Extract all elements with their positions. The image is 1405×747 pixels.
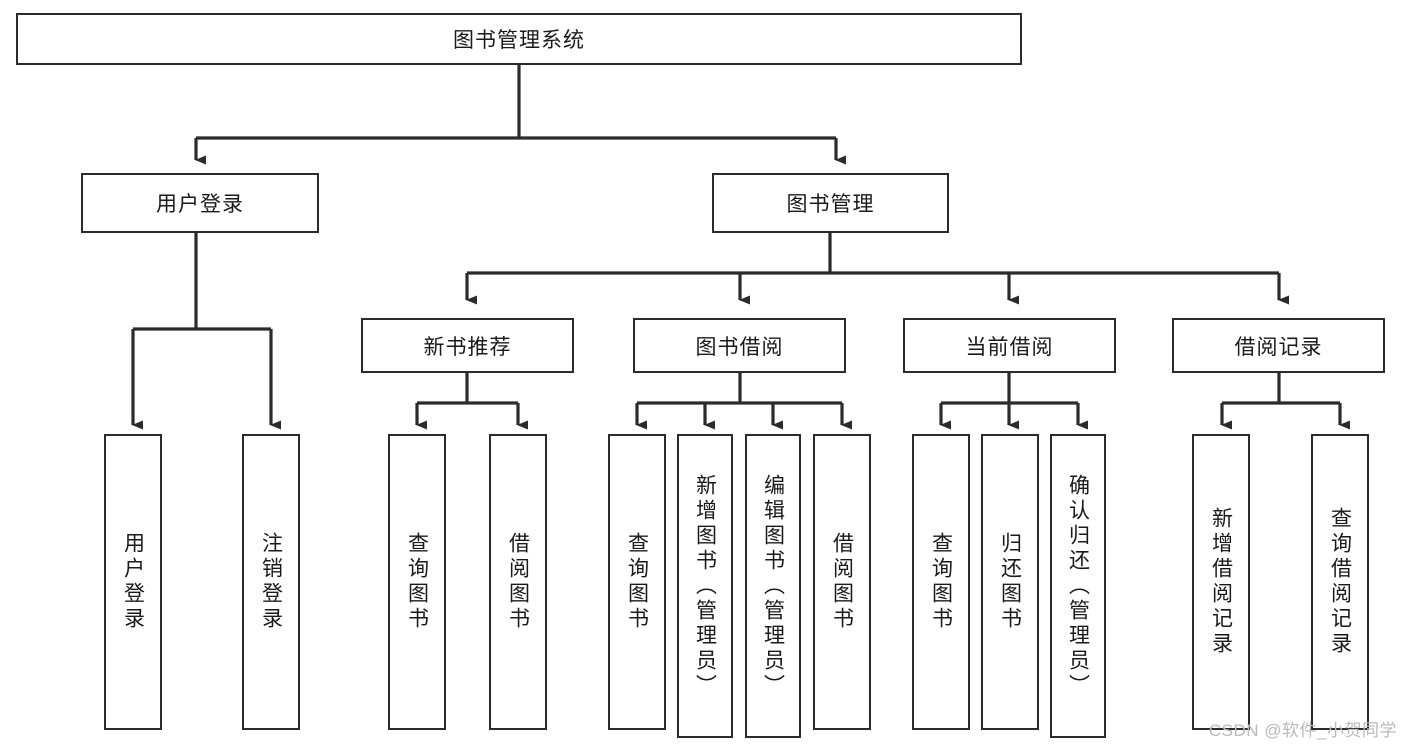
- leaf-add-book-admin-label: 新增图书（管理员）: [693, 473, 717, 699]
- node-book-borrow[interactable]: 图书借阅: [633, 318, 846, 373]
- leaf-query-borrow-record-label: 查询借阅记录: [1328, 507, 1352, 657]
- leaf-query-borrow-record[interactable]: 查询借阅记录: [1311, 434, 1369, 730]
- leaf-logout-label: 注销登录: [259, 532, 283, 632]
- leaf-query-book-newbook-label: 查询图书: [405, 532, 429, 632]
- leaf-borrow-book-borrow-label: 借阅图书: [830, 532, 854, 632]
- leaf-query-book-borrow[interactable]: 查询图书: [608, 434, 666, 730]
- node-borrow-records[interactable]: 借阅记录: [1172, 318, 1385, 373]
- node-book-management-label: 图书管理: [786, 193, 875, 216]
- watermark-credit: CSDN @软件_小贺同学: [1208, 721, 1397, 740]
- leaf-add-book-admin[interactable]: 新增图书（管理员）: [677, 434, 733, 738]
- leaf-confirm-return-admin-label: 确认归还（管理员）: [1066, 473, 1090, 699]
- node-current-borrow-label: 当前借阅: [965, 335, 1054, 359]
- leaf-borrow-book-newbook-label: 借阅图书: [506, 532, 530, 632]
- leaf-confirm-return-admin[interactable]: 确认归还（管理员）: [1050, 434, 1106, 738]
- node-book-management[interactable]: 图书管理: [712, 173, 949, 233]
- node-book-borrow-label: 图书借阅: [695, 335, 784, 359]
- leaf-return-book[interactable]: 归还图书: [981, 434, 1039, 730]
- leaf-return-book-label: 归还图书: [998, 532, 1022, 632]
- node-root-label: 图书管理系统: [453, 29, 585, 52]
- leaf-logout[interactable]: 注销登录: [242, 434, 300, 730]
- leaf-edit-book-admin[interactable]: 编辑图书（管理员）: [745, 434, 801, 738]
- node-new-book-recommend[interactable]: 新书推荐: [361, 318, 574, 373]
- leaf-user-login[interactable]: 用户登录: [104, 434, 162, 730]
- leaf-borrow-book-newbook[interactable]: 借阅图书: [489, 434, 547, 730]
- leaf-user-login-label: 用户登录: [121, 532, 145, 632]
- leaf-query-book-current[interactable]: 查询图书: [912, 434, 970, 730]
- node-borrow-records-label: 借阅记录: [1234, 335, 1323, 359]
- node-new-book-recommend-label: 新书推荐: [423, 335, 512, 359]
- leaf-add-borrow-record-label: 新增借阅记录: [1209, 507, 1233, 657]
- node-user-login-label: 用户登录: [156, 193, 244, 216]
- leaf-query-book-current-label: 查询图书: [929, 532, 953, 632]
- leaf-query-book-newbook[interactable]: 查询图书: [388, 434, 446, 730]
- node-user-login[interactable]: 用户登录: [81, 173, 319, 233]
- leaf-edit-book-admin-label: 编辑图书（管理员）: [761, 473, 785, 699]
- leaf-query-book-borrow-label: 查询图书: [625, 532, 649, 632]
- node-current-borrow[interactable]: 当前借阅: [903, 318, 1116, 373]
- leaf-borrow-book-borrow[interactable]: 借阅图书: [813, 434, 871, 730]
- leaf-add-borrow-record[interactable]: 新增借阅记录: [1192, 434, 1250, 730]
- node-root[interactable]: 图书管理系统: [16, 13, 1022, 65]
